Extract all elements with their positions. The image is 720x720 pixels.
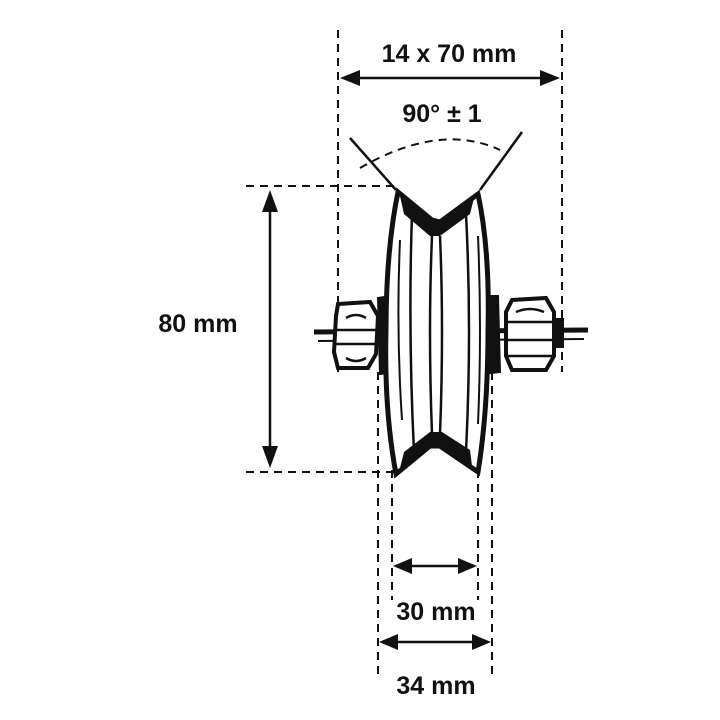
v-groove-top <box>400 196 474 236</box>
inner-arrow-left <box>393 558 412 574</box>
diameter-arrow-bottom <box>262 446 278 468</box>
groove-line-2 <box>428 235 434 435</box>
dimension-arrows <box>262 70 560 650</box>
v-groove-wheel <box>383 187 491 479</box>
groove-line-1 <box>409 213 416 453</box>
inner-arrow-right <box>458 558 477 574</box>
outer-arrow-right <box>472 634 491 650</box>
angle-dimension-label: 90° ± 1 <box>402 100 481 128</box>
groove-line-4 <box>464 213 471 453</box>
axle-arrow-left <box>340 70 360 86</box>
axle-arrow-right <box>540 70 560 86</box>
axle-dimension-label: 14 x 70 mm <box>382 40 517 68</box>
diameter-arrow-top <box>262 190 278 212</box>
axle-end <box>554 318 564 348</box>
outer-arrow-left <box>379 634 398 650</box>
angle-left-ray <box>349 137 397 191</box>
v-groove-bottom <box>400 432 472 468</box>
groove-line-3 <box>438 235 444 435</box>
outer-width-dimension-label: 34 mm <box>396 672 475 700</box>
right-nut <box>478 295 564 376</box>
inner-width-dimension-label: 30 mm <box>396 598 475 626</box>
diameter-dimension-label: 80 mm <box>158 310 237 338</box>
angle-arc <box>359 138 501 169</box>
angle-right-ray <box>478 131 524 191</box>
